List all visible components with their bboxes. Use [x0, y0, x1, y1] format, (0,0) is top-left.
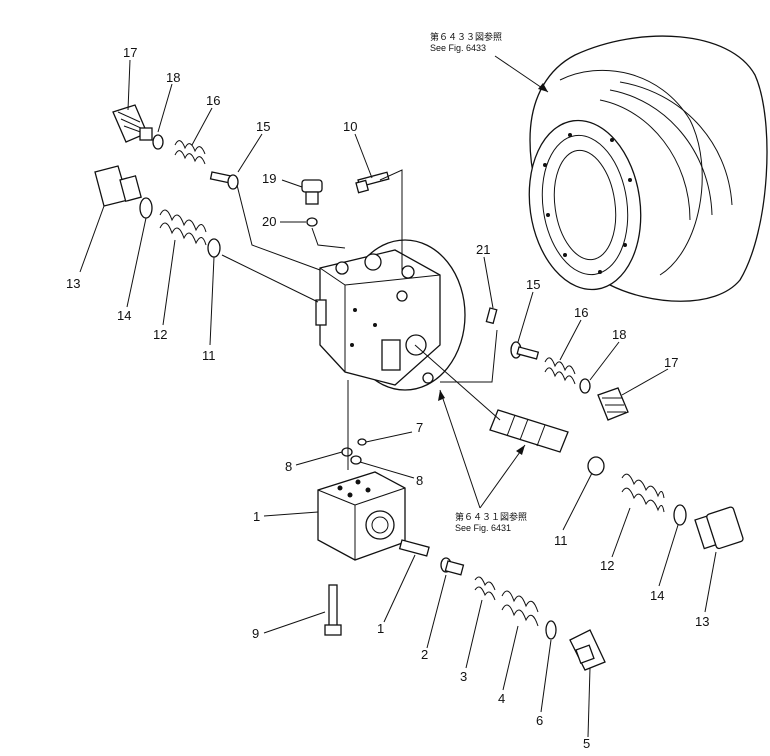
callout-4: 4	[498, 691, 505, 706]
callout-2: 2	[421, 647, 428, 662]
callout-6: 6	[536, 713, 543, 728]
callout-5: 5	[583, 736, 590, 751]
spring-12-right	[621, 473, 665, 513]
o-ring-18-left	[152, 134, 164, 150]
callout-numbers: 17 18 16 15 10 19 20 13 14 12 11 21 15 1…	[66, 45, 709, 751]
pin-21	[485, 307, 498, 325]
o-ring-18-right	[579, 378, 591, 394]
o-ring-14-left	[139, 197, 153, 219]
callout-18: 18	[612, 327, 626, 342]
ref-6433-en: See Fig. 6433	[430, 43, 486, 53]
plug-13-right	[694, 506, 744, 550]
callout-9: 9	[252, 626, 259, 641]
callout-8: 8	[416, 473, 423, 488]
seat-11-right	[587, 456, 605, 476]
valve-body	[315, 239, 466, 391]
callout-7: 7	[416, 420, 423, 435]
callout-12: 12	[153, 327, 167, 342]
spring-16-left	[174, 140, 206, 165]
callout-14: 14	[650, 588, 664, 603]
spring-4	[501, 590, 539, 627]
callout-13: 13	[695, 614, 709, 629]
spool	[414, 344, 569, 453]
o-ring-7	[357, 438, 367, 446]
poppet-15-left	[209, 171, 239, 190]
callout-3: 3	[460, 669, 467, 684]
plug-5	[569, 629, 606, 671]
callout-14: 14	[117, 308, 131, 323]
o-ring-8-a	[341, 447, 353, 457]
o-ring-8-b	[350, 455, 362, 465]
callout-1: 1	[377, 621, 384, 636]
callout-16: 16	[574, 305, 588, 320]
callout-19: 19	[262, 171, 276, 186]
spring-16-right	[544, 357, 576, 385]
ref-6433-jp: 第６４３３図参照	[430, 31, 502, 42]
bolt-10	[355, 171, 390, 194]
callout-8: 8	[285, 459, 292, 474]
callout-11: 11	[554, 533, 568, 548]
travel-motor-housing	[528, 35, 768, 302]
spring-12-left	[159, 209, 207, 246]
ref-6431-en: See Fig. 6431	[455, 523, 511, 533]
callout-10: 10	[343, 119, 357, 134]
callout-21: 21	[476, 242, 490, 257]
callout-11: 11	[202, 348, 216, 363]
reference-6431: 第６４３１図参照 See Fig. 6431	[438, 389, 527, 533]
callout-12: 12	[600, 558, 614, 573]
o-ring-6	[545, 620, 557, 640]
reference-6433: 第６４３３図参照 See Fig. 6433	[430, 31, 549, 93]
callout-15: 15	[526, 277, 540, 292]
callout-1: 1	[253, 509, 260, 524]
leader-lines	[79, 59, 717, 738]
spring-3	[474, 576, 496, 601]
callout-18: 18	[166, 70, 180, 85]
lower-block-part-1	[317, 471, 406, 561]
o-ring-14-right	[673, 504, 687, 526]
callout-17: 17	[123, 45, 137, 60]
plug-13-left	[94, 165, 142, 207]
plug-19	[301, 179, 323, 205]
callout-16: 16	[206, 93, 220, 108]
plug-17-left	[112, 104, 153, 143]
pin-1-lower	[398, 539, 430, 557]
ref-6431-jp: 第６４３１図参照	[455, 511, 527, 522]
seat-11-left	[207, 238, 221, 258]
callout-17: 17	[664, 355, 678, 370]
callout-20: 20	[262, 214, 276, 229]
callout-13: 13	[66, 276, 80, 291]
o-ring-20	[306, 217, 318, 227]
callout-15: 15	[256, 119, 270, 134]
bolt-9	[324, 584, 342, 636]
poppet-15-right	[510, 341, 540, 360]
poppet-2	[440, 557, 465, 576]
plug-17-right	[597, 387, 629, 421]
